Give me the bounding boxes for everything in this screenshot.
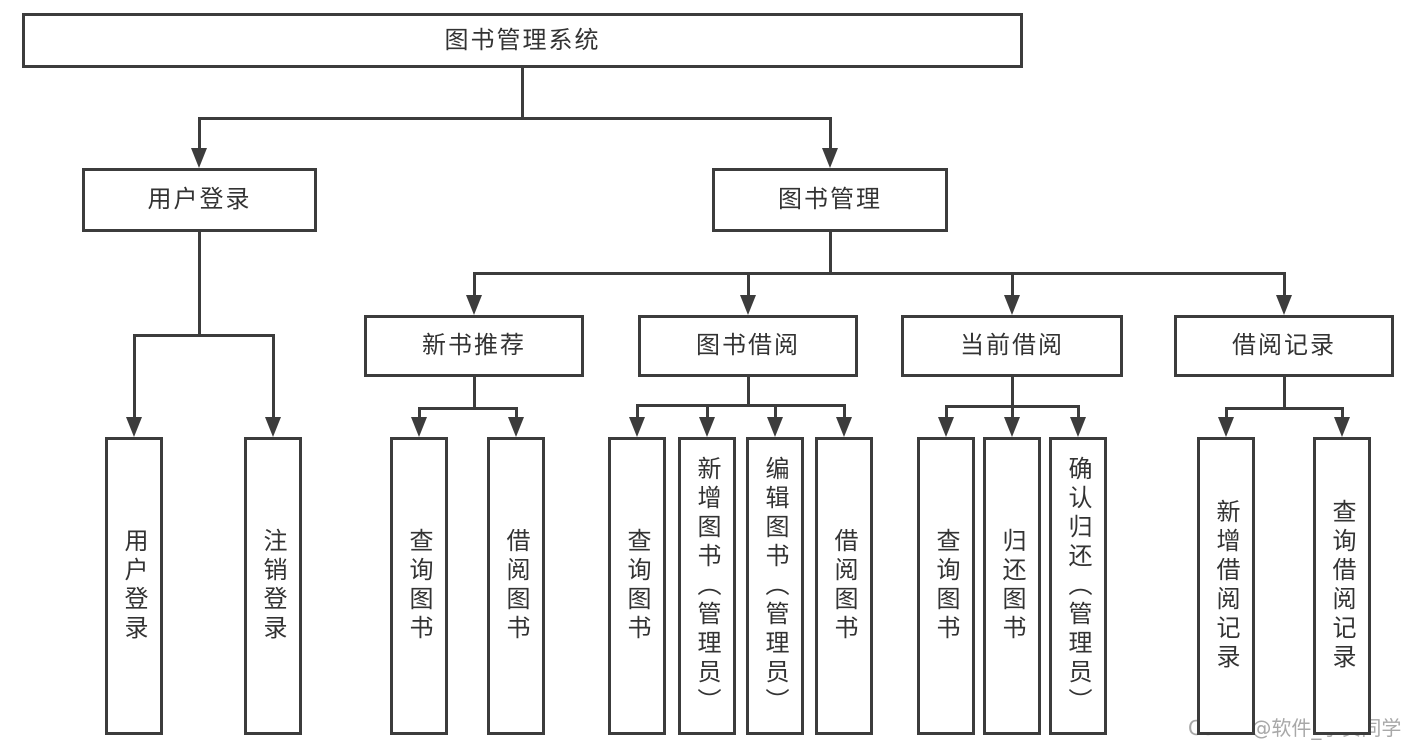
connector-line: [746, 271, 750, 299]
arrow-down-icon: [265, 417, 281, 437]
connector-line: [197, 230, 201, 337]
node-user-login-group: 用户登录: [82, 168, 317, 232]
connector-line: [828, 116, 832, 152]
arrow-down-icon: [466, 295, 482, 315]
node-leaf-logout: 注销登录: [244, 437, 302, 735]
node-leaf-query-books-2: 查询图书: [608, 437, 666, 735]
connector-line: [635, 403, 846, 407]
connector-line: [271, 333, 275, 421]
arrow-down-icon: [1334, 417, 1350, 437]
connector-line: [472, 375, 476, 410]
arrow-down-icon: [508, 417, 524, 437]
connector-line: [132, 333, 275, 337]
arrow-down-icon: [767, 417, 783, 437]
arrow-down-icon: [629, 417, 645, 437]
connector-line: [417, 406, 421, 421]
node-leaf-borrow-books-1: 借阅图书: [487, 437, 545, 735]
connector-line: [944, 404, 948, 421]
arrow-down-icon: [1004, 417, 1020, 437]
arrow-down-icon: [822, 148, 838, 168]
arrow-down-icon: [1218, 417, 1234, 437]
node-borrow-record-group: 借阅记录: [1174, 315, 1394, 377]
arrow-down-icon: [411, 417, 427, 437]
connector-line: [472, 271, 1286, 275]
node-book-mgmt-group: 图书管理: [712, 168, 948, 232]
connector-line: [132, 333, 136, 421]
arrow-down-icon: [1070, 417, 1086, 437]
node-leaf-query-borrow-rec: 查询借阅记录: [1313, 437, 1371, 735]
arrow-down-icon: [126, 417, 142, 437]
connector-line: [746, 375, 750, 407]
connector-line: [197, 116, 201, 152]
arrow-down-icon: [938, 417, 954, 437]
connector-line: [1224, 406, 1344, 410]
connector-line: [1076, 404, 1080, 421]
node-current-borrow-group: 当前借阅: [901, 315, 1123, 377]
connector-line: [1010, 375, 1014, 408]
node-book-borrow-group: 图书借阅: [638, 315, 858, 377]
connector-line: [773, 403, 777, 421]
connector-line: [1282, 375, 1286, 410]
connector-line: [472, 271, 476, 299]
connector-line: [842, 403, 846, 421]
arrow-down-icon: [699, 417, 715, 437]
connector-line: [828, 230, 832, 275]
connector-line: [635, 403, 639, 421]
arrow-down-icon: [191, 148, 207, 168]
node-leaf-add-borrow-rec: 新增借阅记录: [1197, 437, 1255, 735]
arrow-down-icon: [740, 295, 756, 315]
arrow-down-icon: [1004, 295, 1020, 315]
connector-line: [520, 66, 524, 120]
node-leaf-user-login: 用户登录: [105, 437, 163, 735]
node-leaf-query-books-3: 查询图书: [917, 437, 975, 735]
connector-line: [417, 406, 518, 410]
connector-line: [1224, 406, 1228, 421]
node-leaf-query-books-1: 查询图书: [390, 437, 448, 735]
arrow-down-icon: [1276, 295, 1292, 315]
connector-line: [705, 403, 709, 421]
connector-line: [514, 406, 518, 421]
node-leaf-return-books: 归还图书: [983, 437, 1041, 735]
arrow-down-icon: [836, 417, 852, 437]
node-new-book-recommend: 新书推荐: [364, 315, 584, 377]
node-leaf-edit-books: 编辑图书（管理员）: [746, 437, 804, 735]
node-root: 图书管理系统: [22, 13, 1023, 68]
connector-line: [1010, 271, 1014, 299]
node-leaf-add-books: 新增图书（管理员）: [678, 437, 736, 735]
node-leaf-borrow-books-2: 借阅图书: [815, 437, 873, 735]
connector-line: [1340, 406, 1344, 421]
connector-line: [197, 116, 832, 120]
node-leaf-confirm-return: 确认归还（管理员）: [1049, 437, 1107, 735]
connector-line: [1282, 271, 1286, 299]
connector-line: [1010, 404, 1014, 421]
